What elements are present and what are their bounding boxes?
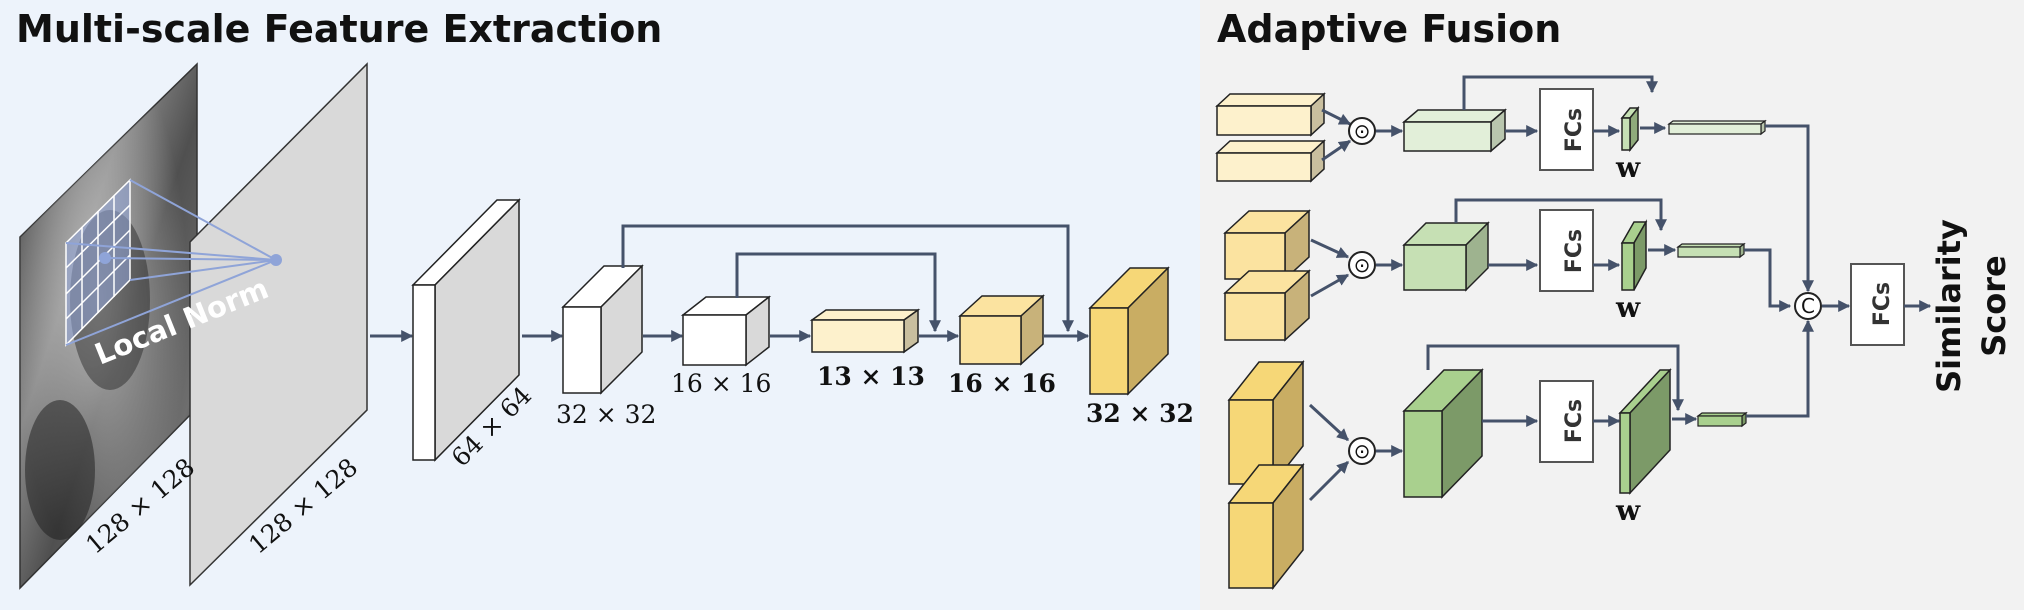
- skip-connection-32: [621, 224, 1074, 333]
- fcs-label-1: FCs: [1562, 108, 1587, 152]
- size-label-13: 13 × 13: [817, 362, 925, 391]
- local-norm-lines: [65, 179, 277, 346]
- weight-label-1: w: [1615, 151, 1641, 184]
- fusion-title: Adaptive Fusion: [1217, 7, 1561, 51]
- multiply-symbol-1: ⊙: [1354, 119, 1371, 143]
- feature-block-13: [809, 308, 921, 354]
- size-label-16b: 16 × 16: [948, 369, 1056, 398]
- multiply-op-3: [1348, 437, 1376, 465]
- feature-block-32: [561, 264, 644, 395]
- local-norm-center: [270, 254, 282, 266]
- size-label-32b: 32 × 32: [1086, 399, 1194, 428]
- multiply-symbol-2: ⊙: [1354, 253, 1371, 277]
- row2-weight: [1620, 219, 1648, 291]
- row3-weighted-vector: [1696, 411, 1748, 428]
- final-fcs-box: [1850, 263, 1905, 346]
- normalized-slab: [189, 62, 368, 587]
- weight-label-3: w: [1615, 494, 1641, 527]
- multiply-symbol-3: ⊙: [1354, 439, 1371, 463]
- fcs-box-1: [1539, 88, 1594, 171]
- weight-label-2: w: [1615, 291, 1641, 324]
- row1-input-a: [1215, 92, 1326, 137]
- skip-connection-16: [735, 252, 941, 333]
- fusion-row-3: ⊙ FCs w: [1227, 319, 1814, 591]
- row2-input-a: [1223, 209, 1311, 281]
- feature-block-32b: [1088, 266, 1170, 396]
- fcs-box-2: [1539, 209, 1594, 292]
- row3-fused: [1402, 368, 1484, 499]
- multiply-op-2: [1348, 251, 1376, 279]
- multiply-op-1: [1348, 117, 1376, 145]
- row3-input-b: [1227, 462, 1305, 591]
- feature-block-64: [411, 198, 521, 462]
- feature-block-16b: [958, 294, 1045, 366]
- row3-weight: [1618, 368, 1672, 495]
- concat-op: [1794, 292, 1822, 320]
- size-label-32: 32 × 32: [556, 400, 656, 429]
- row2-fused: [1402, 221, 1490, 292]
- output-label-line2: Score: [1975, 255, 2013, 356]
- fusion-row-2: ⊙ FCs w: [1223, 198, 1792, 342]
- fusion-row-1: ⊙ FCs w: [1215, 75, 1814, 293]
- extraction-title: Multi-scale Feature Extraction: [16, 7, 662, 51]
- size-label-16: 16 × 16: [671, 369, 771, 398]
- row2-weighted-vector: [1676, 242, 1746, 259]
- output-label-line1: Similarity: [1930, 219, 1968, 393]
- fcs-label-2: FCs: [1562, 229, 1587, 273]
- feature-block-16: [680, 295, 772, 367]
- row2-input-b: [1223, 269, 1311, 342]
- fcs-label-3: FCs: [1562, 399, 1587, 443]
- row1-fused: [1401, 108, 1508, 153]
- row1-input-b: [1215, 139, 1326, 183]
- row1-weight: [1620, 105, 1640, 153]
- final-fcs-label: FCs: [1870, 282, 1895, 326]
- row1-weighted-vector: [1667, 119, 1767, 136]
- concat-symbol: C: [1801, 294, 1815, 318]
